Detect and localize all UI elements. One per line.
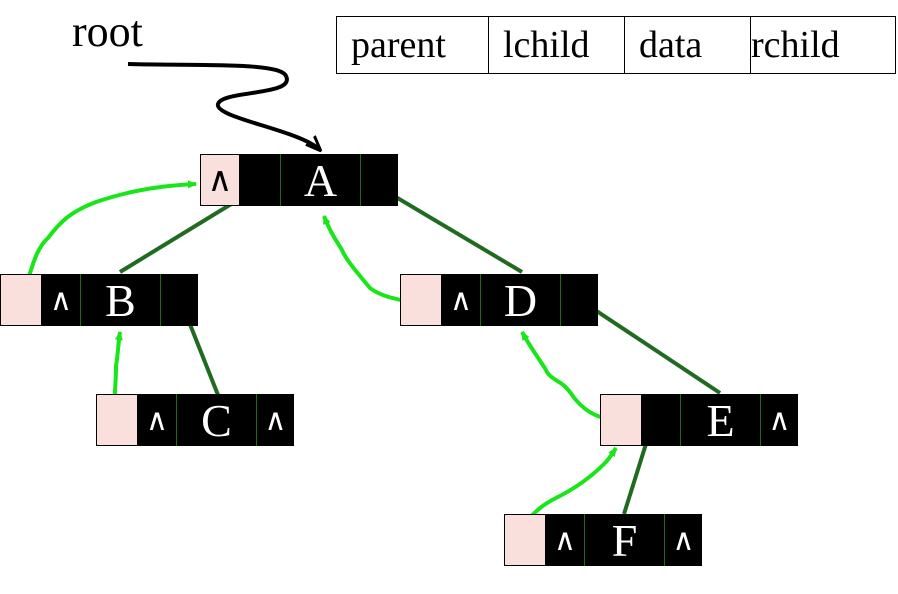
node-c-data-field: C — [176, 394, 256, 446]
parent-link-e-d — [520, 331, 621, 422]
node-a-rchild-field — [360, 154, 398, 206]
node-f-rchild-field: ∧ — [664, 514, 702, 566]
node-c-lchild-field: ∧ — [138, 394, 176, 446]
node-f: ∧ F ∧ — [504, 514, 702, 566]
legend-data: data — [625, 17, 751, 73]
parent-links — [18, 180, 621, 537]
node-e-data-field: E — [680, 394, 760, 446]
parent-link-b-a — [18, 180, 197, 307]
node-e-parent-field — [600, 394, 642, 446]
node-a-data-field: A — [280, 154, 360, 206]
legend-lchild: lchild — [489, 17, 625, 73]
child-links — [118, 182, 722, 515]
root-label: root — [72, 7, 143, 56]
link-d-e — [572, 294, 722, 395]
legend-rchild: rchild — [751, 24, 840, 66]
node-c: ∧ C ∧ — [96, 394, 294, 446]
node-e-lchild-field — [642, 394, 680, 446]
node-d-rchild-field — [560, 274, 598, 326]
node-c-parent-field — [96, 394, 138, 446]
node-d-lchild-field: ∧ — [442, 274, 480, 326]
node-d-parent-field — [400, 274, 442, 326]
parent-link-d-a — [322, 215, 415, 304]
node-a-lchild-field — [240, 154, 280, 206]
node-f-data-field: F — [584, 514, 664, 566]
link-a-d — [372, 182, 524, 274]
node-b-rchild-field — [160, 274, 198, 326]
node-b-lchild-field: ∧ — [42, 274, 80, 326]
node-b: ∧ B — [0, 274, 198, 326]
node-b-data-field: B — [80, 274, 160, 326]
node-a: ∧ A — [200, 154, 398, 206]
node-c-rchild-field: ∧ — [256, 394, 294, 446]
node-field-legend: parent lchild data rchild — [336, 16, 896, 74]
node-d: ∧ D — [400, 274, 598, 326]
node-e-rchild-field: ∧ — [760, 394, 798, 446]
node-e: E ∧ — [600, 394, 798, 446]
node-b-parent-field — [0, 274, 42, 326]
node-f-parent-field — [504, 514, 546, 566]
root-pointer-arrow — [127, 62, 320, 150]
node-d-data-field: D — [480, 274, 560, 326]
node-a-parent-field: ∧ — [200, 154, 240, 206]
node-f-lchild-field: ∧ — [546, 514, 584, 566]
legend-parent: parent — [337, 17, 489, 73]
